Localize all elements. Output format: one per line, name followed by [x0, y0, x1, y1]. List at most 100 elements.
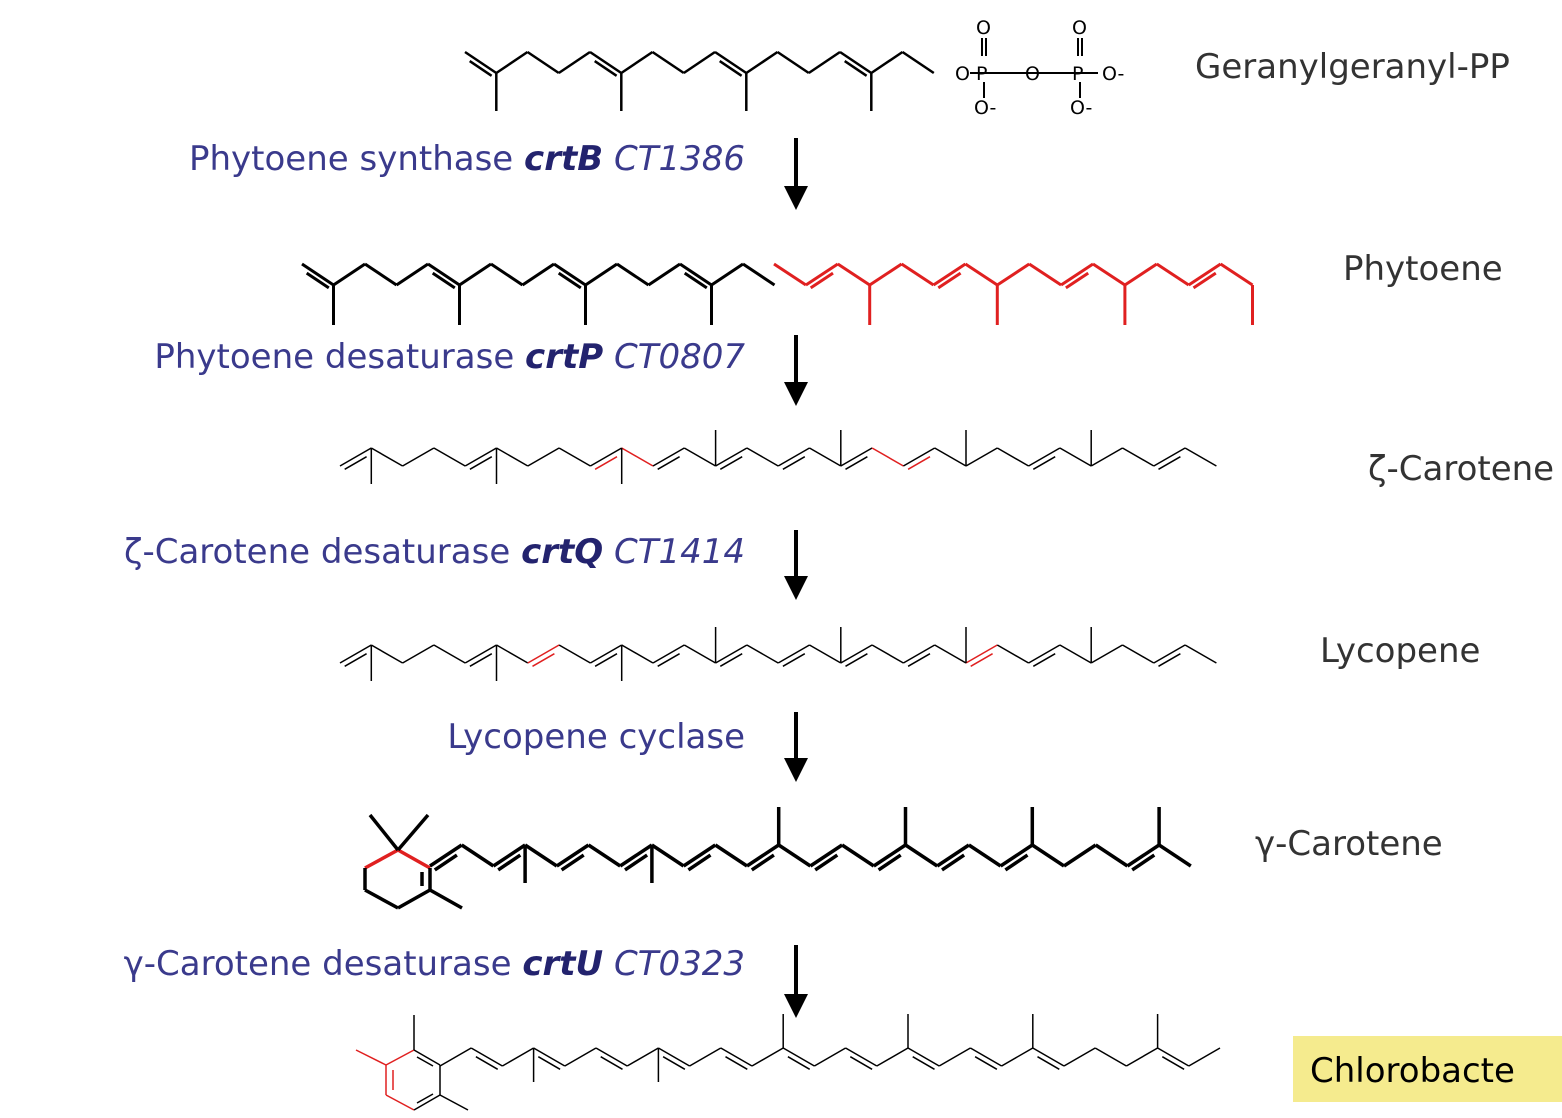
phytoene-chain-red: [773, 262, 1254, 325]
single-bond: [809, 843, 844, 868]
double-bond-line: [974, 1056, 998, 1070]
molecule-chlorobactene: Chlorobacte: [355, 1014, 1562, 1111]
double-bond-line: [305, 271, 330, 290]
single-bond: [876, 1047, 909, 1067]
double-bond-line: [970, 653, 993, 667]
single-bond: [1028, 447, 1061, 467]
double-bond-line: [907, 456, 931, 470]
double-bond-line: [594, 456, 618, 470]
single-bond: [900, 262, 935, 287]
molecule-zeta-carotene: ζ-Carotene: [339, 430, 1554, 489]
single-bond: [1124, 262, 1158, 287]
single-bond: [460, 843, 495, 868]
single-bond: [996, 644, 1029, 664]
double-bond-line: [1192, 271, 1217, 290]
single-bond: [402, 447, 435, 467]
single-bond: [932, 262, 967, 287]
arrow-down-icon: [784, 138, 808, 210]
single-bond: [805, 262, 839, 287]
double-bond-line: [809, 271, 834, 290]
single-bond: [936, 843, 970, 868]
double-bond-line: [849, 1056, 873, 1070]
single-bond: [558, 644, 591, 664]
lycopene-chain: [339, 627, 1217, 681]
double-bond-line: [557, 271, 582, 290]
arrow-down-icon: [784, 712, 808, 782]
single-bond: [964, 262, 999, 287]
reaction-step-5: γ-Carotene desaturase crtU CT0323: [124, 944, 808, 1018]
phosphate-o-top-2: O: [1072, 17, 1087, 39]
double-bond-line: [657, 456, 680, 470]
single-bond: [619, 843, 653, 868]
single-bond: [1153, 644, 1186, 664]
single-bond: [1219, 262, 1254, 287]
enzyme-label-phytoene-desaturase: Phytoene desaturase crtP CT0807: [154, 337, 745, 377]
single-bond: [332, 262, 366, 287]
single-bond: [658, 1047, 690, 1067]
molecule-geranylgeranyl-pp: O P O O- O P O O- O- Geranylgeranyl-PP: [464, 17, 1510, 119]
single-bond: [782, 1047, 815, 1067]
single-bond: [1063, 1047, 1096, 1067]
double-bond-line: [1037, 1056, 1060, 1070]
single-bond: [996, 262, 1031, 287]
phosphate-o-bridge: O: [1025, 63, 1040, 85]
single-bond: [710, 262, 744, 287]
single-bond: [1094, 1047, 1127, 1067]
double-bond-line: [469, 60, 493, 77]
single-bond: [746, 843, 780, 868]
double-bond-line: [497, 853, 522, 872]
reaction-step-1: Phytoene synthase crtB CT1386: [189, 138, 808, 210]
single-bond: [1063, 843, 1097, 868]
single-bond: [679, 262, 713, 287]
single-bond: [720, 1047, 753, 1067]
double-bond-line: [431, 271, 456, 290]
single-bond: [868, 262, 903, 287]
single-bond: [1028, 644, 1061, 664]
single-bond: [682, 843, 717, 868]
molecule-phytoene: Phytoene: [301, 249, 1503, 325]
single-bond: [1122, 447, 1155, 467]
double-bond-line: [782, 456, 806, 470]
single-bond: [871, 447, 904, 467]
chlorobactene-aromatic-ring: [355, 1015, 469, 1111]
phosphate-p-1: P: [976, 63, 987, 85]
double-bond-line: [594, 60, 618, 77]
molecule-gamma-carotene: γ-Carotene: [363, 807, 1443, 910]
double-bond-line: [687, 853, 712, 872]
phosphate-o-terminal: O-: [1102, 63, 1124, 85]
single-bond: [683, 644, 716, 664]
single-bond: [841, 843, 875, 868]
single-bond: [650, 843, 685, 868]
phosphate-o-bottom-1: O-: [974, 97, 996, 119]
single-bond: [814, 1047, 846, 1067]
single-bond: [683, 447, 716, 467]
single-bond: [492, 843, 527, 868]
single-bond: [1126, 843, 1161, 868]
double-bond-line: [782, 653, 806, 667]
double-bond-line: [845, 456, 868, 470]
single-bond: [564, 1047, 597, 1067]
single-bond: [589, 50, 622, 75]
single-bond: [429, 843, 463, 868]
double-bond-line: [537, 1056, 561, 1070]
double-bond-line: [475, 1056, 499, 1070]
single-bond: [1184, 447, 1217, 467]
single-bond: [746, 644, 779, 664]
single-bond: [839, 50, 872, 75]
compound-label-gamma-carotene: γ-Carotene: [1255, 824, 1443, 864]
single-bond: [647, 262, 681, 287]
chlorobactene-chain: [439, 1014, 1221, 1082]
single-bond: [809, 447, 842, 467]
double-bond-line: [845, 653, 868, 667]
phosphate-o-bottom-2: O-: [1070, 97, 1092, 119]
double-bond-line: [1032, 653, 1056, 667]
arrow-down-icon: [784, 335, 808, 406]
single-bond: [872, 843, 907, 868]
single-bond: [1092, 262, 1126, 287]
single-bond: [339, 447, 372, 467]
compound-label-geranylgeranyl-pp: Geranylgeranyl-PP: [1195, 47, 1510, 87]
single-bond: [1122, 644, 1155, 664]
arrow-down-icon: [784, 530, 808, 600]
single-bond: [776, 50, 810, 75]
